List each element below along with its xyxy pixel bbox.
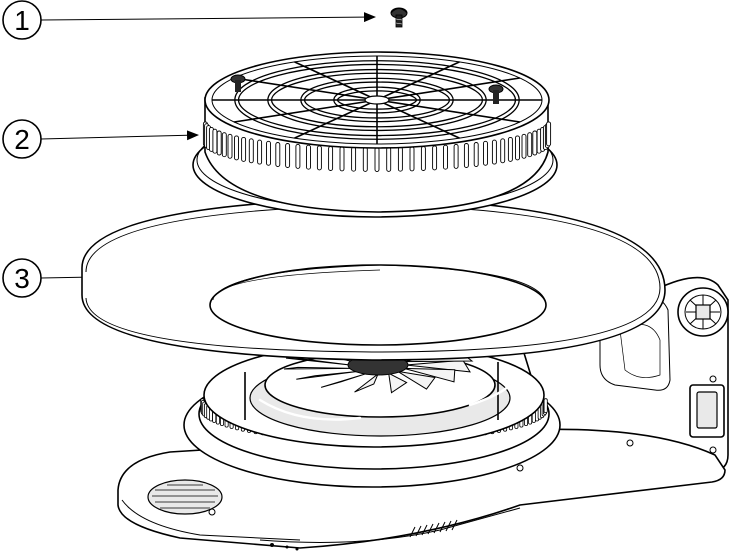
- callout-1-leader: [40, 12, 376, 23]
- screw-icon: [390, 7, 408, 28]
- grille-slot: [212, 128, 218, 154]
- grille-side-slots: [202, 121, 552, 172]
- grille-slot: [216, 130, 222, 156]
- grille-slot: [463, 143, 469, 168]
- grille-slot: [351, 146, 357, 172]
- grille-slot: [507, 136, 513, 162]
- grille-slot: [453, 143, 459, 169]
- grille-hub: [364, 95, 390, 105]
- grille-screw-left-icon: [230, 74, 246, 92]
- grille-slot: [285, 143, 291, 168]
- grille-slot: [241, 136, 247, 162]
- grille-slot: [491, 139, 497, 165]
- grille-slot: [473, 142, 479, 167]
- callout-1: 1: [2, 0, 376, 40]
- fan-grille: [192, 51, 558, 218]
- grille-slot: [527, 132, 533, 158]
- fan-blade: [320, 372, 368, 388]
- grille-slot: [397, 146, 403, 172]
- fan-blade: [405, 359, 471, 373]
- grille-slot: [257, 139, 263, 165]
- callout-3-label: 3: [14, 263, 30, 294]
- grille-spoke: [376, 77, 521, 101]
- fan-blade: [403, 367, 456, 383]
- side-knob: [677, 287, 729, 337]
- grille-slot: [295, 143, 301, 169]
- grille-slot: [339, 146, 345, 172]
- grille-screw-right-icon: [488, 84, 504, 104]
- grille-slot: [500, 138, 506, 164]
- grille-slot: [432, 145, 438, 171]
- grille-slot: [266, 140, 271, 166]
- grille-slot: [386, 146, 392, 172]
- callout-2: 2: [2, 119, 199, 159]
- grille-spoke: [376, 99, 460, 139]
- grille-slot: [409, 146, 415, 172]
- grille-slot: [532, 130, 538, 156]
- grille-spoke: [376, 99, 521, 123]
- grille-slot: [275, 142, 281, 167]
- ring-slot: [543, 398, 548, 414]
- grille-spoke: [233, 77, 378, 101]
- fan-blade: [296, 370, 359, 380]
- grille-top-pattern: [212, 56, 542, 144]
- callout-1-label: 1: [14, 5, 30, 36]
- grille-slot: [227, 133, 233, 159]
- grille-slot: [328, 146, 334, 171]
- fan-blade: [397, 370, 436, 390]
- grille-slot: [316, 145, 322, 171]
- grille-slot: [248, 138, 254, 164]
- grille-slot: [362, 146, 368, 172]
- grille-slot: [483, 140, 488, 166]
- fan-blade: [285, 357, 351, 366]
- fan-blade: [354, 372, 380, 393]
- grille-spoke: [233, 99, 378, 123]
- grille-slot: [521, 133, 527, 159]
- grille-slot: [515, 135, 520, 161]
- grille-spoke: [294, 99, 378, 139]
- fan-blade: [283, 366, 353, 370]
- grille-slot: [234, 135, 239, 161]
- grille-slot: [420, 146, 426, 171]
- fan-blade: [388, 372, 408, 394]
- grille-spoke: [294, 61, 378, 101]
- grille-slot: [546, 121, 552, 147]
- vent-slots-front: [409, 519, 458, 538]
- grille-slot: [221, 132, 227, 158]
- fan-icon: [183, 292, 561, 488]
- grille-slot: [374, 147, 380, 172]
- callout-2-leader: [40, 130, 199, 141]
- grille-slot: [443, 144, 448, 170]
- grille-spoke: [376, 61, 460, 101]
- vent-grille: [147, 479, 223, 515]
- shield-plate: [81, 197, 666, 361]
- callout-2-label: 2: [14, 124, 30, 155]
- grille-slot: [306, 144, 311, 170]
